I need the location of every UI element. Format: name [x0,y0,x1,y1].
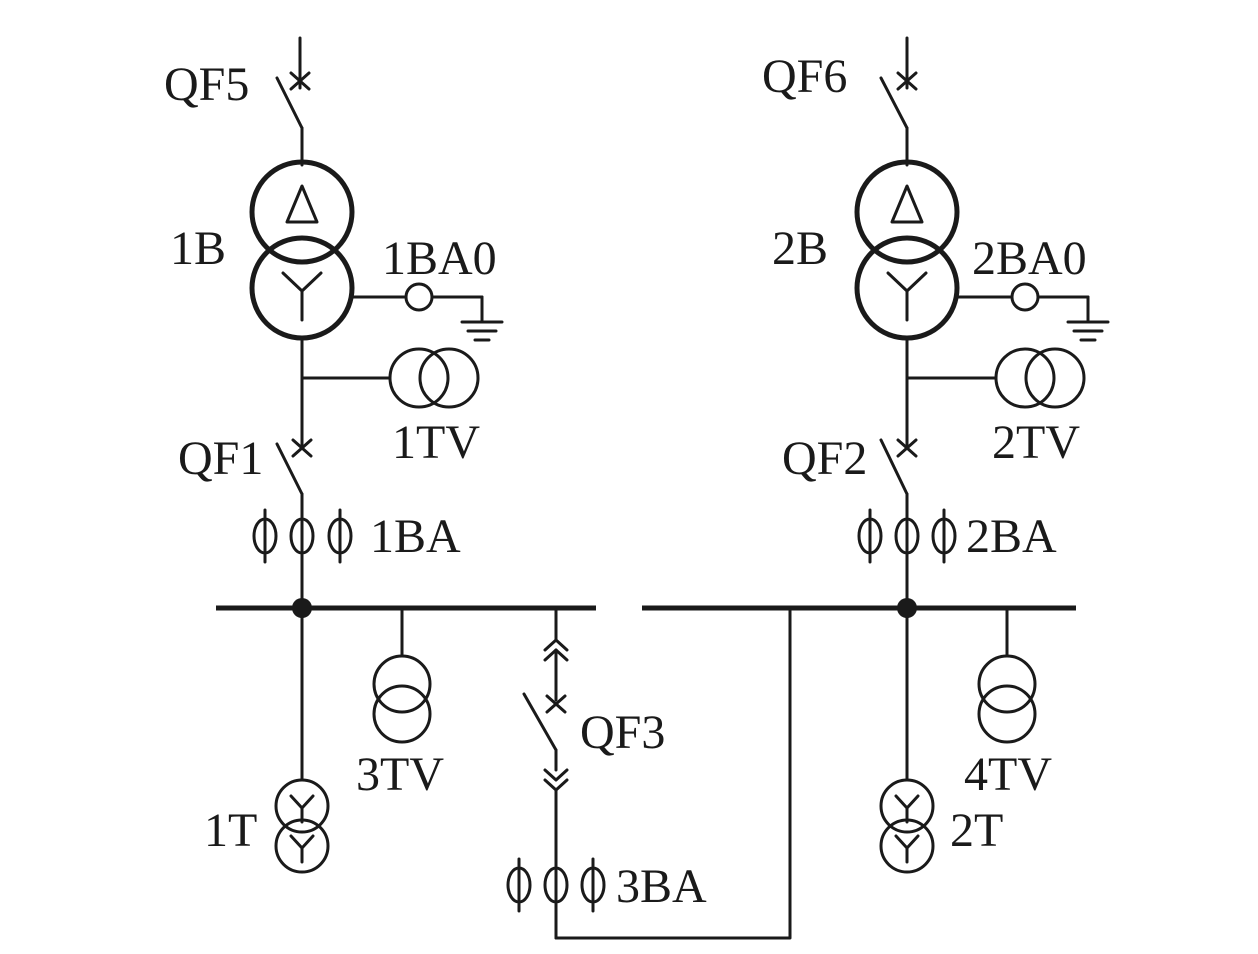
label-1ba: 1BA [370,510,461,563]
qf6-breaker-icon [879,71,918,130]
label-qf2: QF2 [782,432,867,485]
label-2ba0: 2BA0 [972,232,1087,285]
voltage-transformer-2tv-icon [905,347,1086,409]
label-2t: 2T [950,804,1003,857]
left-feeder [216,36,792,940]
label-1tv: 1TV [392,416,480,469]
labels: QF5 QF6 1B 2B 1BA0 2BA0 1TV 2TV QF1 QF2 … [164,50,1087,913]
voltage-transformer-4tv-icon [977,606,1037,744]
label-qf6: QF6 [762,50,847,103]
label-1t: 1T [204,804,257,857]
neutral-ct-1ba0-icon [350,282,504,342]
transformer-1t-icon [274,778,330,874]
transformer-2t-icon [879,778,935,874]
qf2-breaker-icon [879,438,918,496]
qf5-breaker-icon [275,71,311,130]
label-4tv: 4TV [964,748,1052,801]
label-2tv: 2TV [992,416,1080,469]
current-transformers-2ba-icon [857,508,957,564]
label-3ba: 3BA [616,860,707,913]
transformer-1b-icon [249,159,355,341]
label-1b: 1B [170,222,226,275]
label-qf3: QF3 [580,706,665,759]
qf1-breaker-icon [275,438,313,496]
neutral-ct-2ba0-icon [955,282,1110,342]
label-3tv: 3TV [356,748,444,801]
label-qf5: QF5 [164,58,249,111]
label-qf1: QF1 [178,432,263,485]
label-2ba: 2BA [966,510,1057,563]
current-transformers-1ba-icon [252,508,353,564]
current-transformers-3ba-icon [506,857,606,913]
label-1ba0: 1BA0 [382,232,497,285]
label-2b: 2B [772,222,828,275]
transformer-2b-icon [854,159,960,341]
right-feeder [642,36,1110,874]
qf3-bus-coupler-icon [522,606,569,940]
voltage-transformer-3tv-icon [372,606,432,744]
voltage-transformer-1tv-icon [300,347,480,409]
